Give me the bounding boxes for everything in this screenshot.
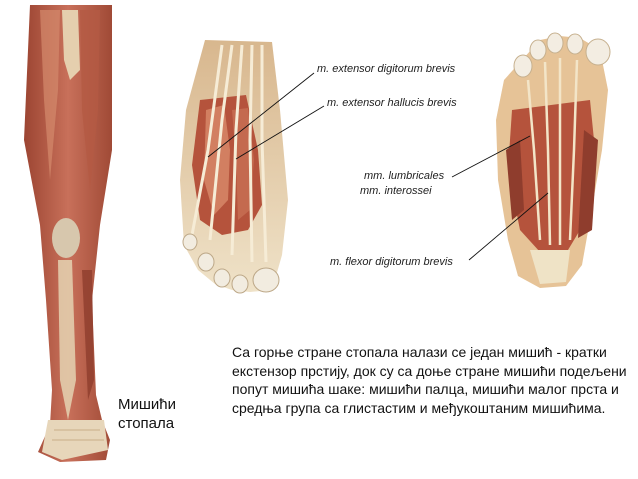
label-extensor-hallucis-brevis: m. extensor hallucis brevis bbox=[327, 97, 457, 109]
leg-illustration bbox=[24, 5, 112, 462]
description-text: Са горње стране стопала налази се један … bbox=[232, 344, 627, 416]
figure-caption: Мишићи стопала bbox=[118, 395, 176, 433]
foot-dorsal-illustration bbox=[180, 40, 288, 294]
label-extensor-digitorum-brevis: m. extensor digitorum brevis bbox=[317, 63, 456, 75]
leader-lines bbox=[207, 72, 549, 261]
caption-line-2: стопала bbox=[118, 415, 175, 432]
caption-line-1: Мишићи bbox=[118, 396, 177, 413]
label-lumbricales: mm. lumbricales bbox=[364, 170, 445, 182]
label-flexor-digitorum-brevis: m. flexor digitorum brevis bbox=[330, 256, 453, 268]
label-interossei: mm. interossei bbox=[360, 185, 432, 197]
foot-plantar-illustration bbox=[496, 32, 611, 288]
